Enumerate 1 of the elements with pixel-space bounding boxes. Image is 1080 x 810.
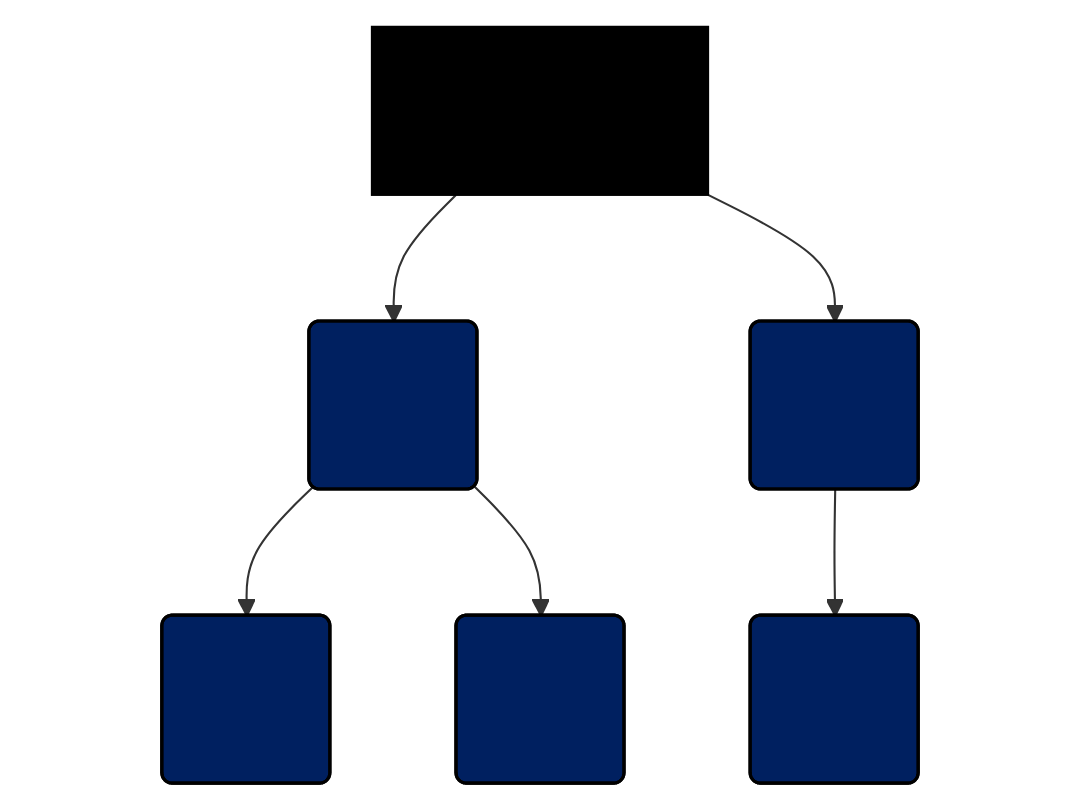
node-bar: [370, 25, 710, 196]
